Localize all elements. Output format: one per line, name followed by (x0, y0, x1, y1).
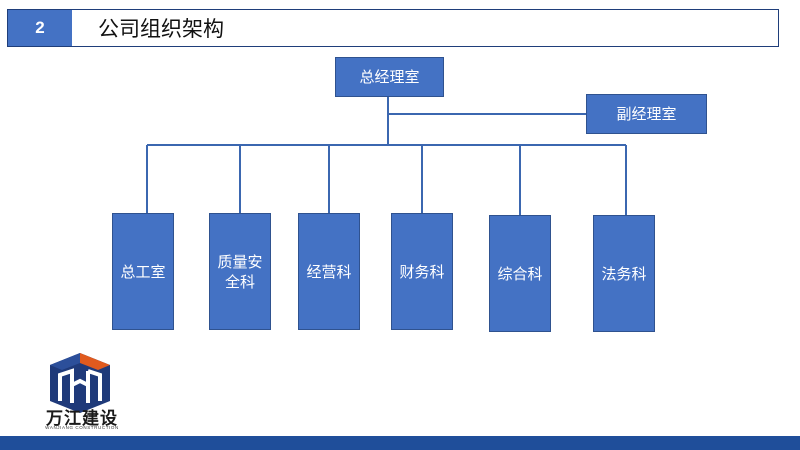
section-number: 2 (8, 10, 72, 46)
org-node-label: 总经理室 (359, 68, 420, 86)
org-node-deputy-manager: 副经理室 (586, 94, 707, 134)
org-node-finance: 财务科 (391, 213, 453, 330)
org-node-label: 经营科 (306, 262, 352, 281)
company-name-cn: 万江建设 (46, 409, 118, 429)
org-node-legal: 法务科 (593, 215, 655, 332)
org-node-label: 法务科 (601, 264, 647, 283)
org-node-general-affairs: 综合科 (489, 215, 551, 332)
section-header: 2 公司组织架构 (7, 9, 779, 47)
org-node-label: 综合科 (497, 264, 543, 283)
company-name-en: WANJIANG CONSTRUCTION (45, 425, 119, 430)
org-node-operations: 经营科 (298, 213, 360, 330)
page-title: 公司组织架构 (98, 17, 224, 41)
org-node-general-manager: 总经理室 (335, 57, 444, 97)
org-node-label: 质量安全科 (217, 252, 263, 291)
footer-bar (0, 436, 800, 450)
org-node-label: 总工室 (120, 262, 166, 281)
org-node-quality-safety: 质量安全科 (209, 213, 271, 330)
org-node-chief-engineer: 总工室 (112, 213, 174, 330)
company-logo-icon (50, 353, 110, 413)
org-node-label: 副经理室 (616, 105, 677, 123)
org-node-label: 财务科 (399, 262, 445, 281)
